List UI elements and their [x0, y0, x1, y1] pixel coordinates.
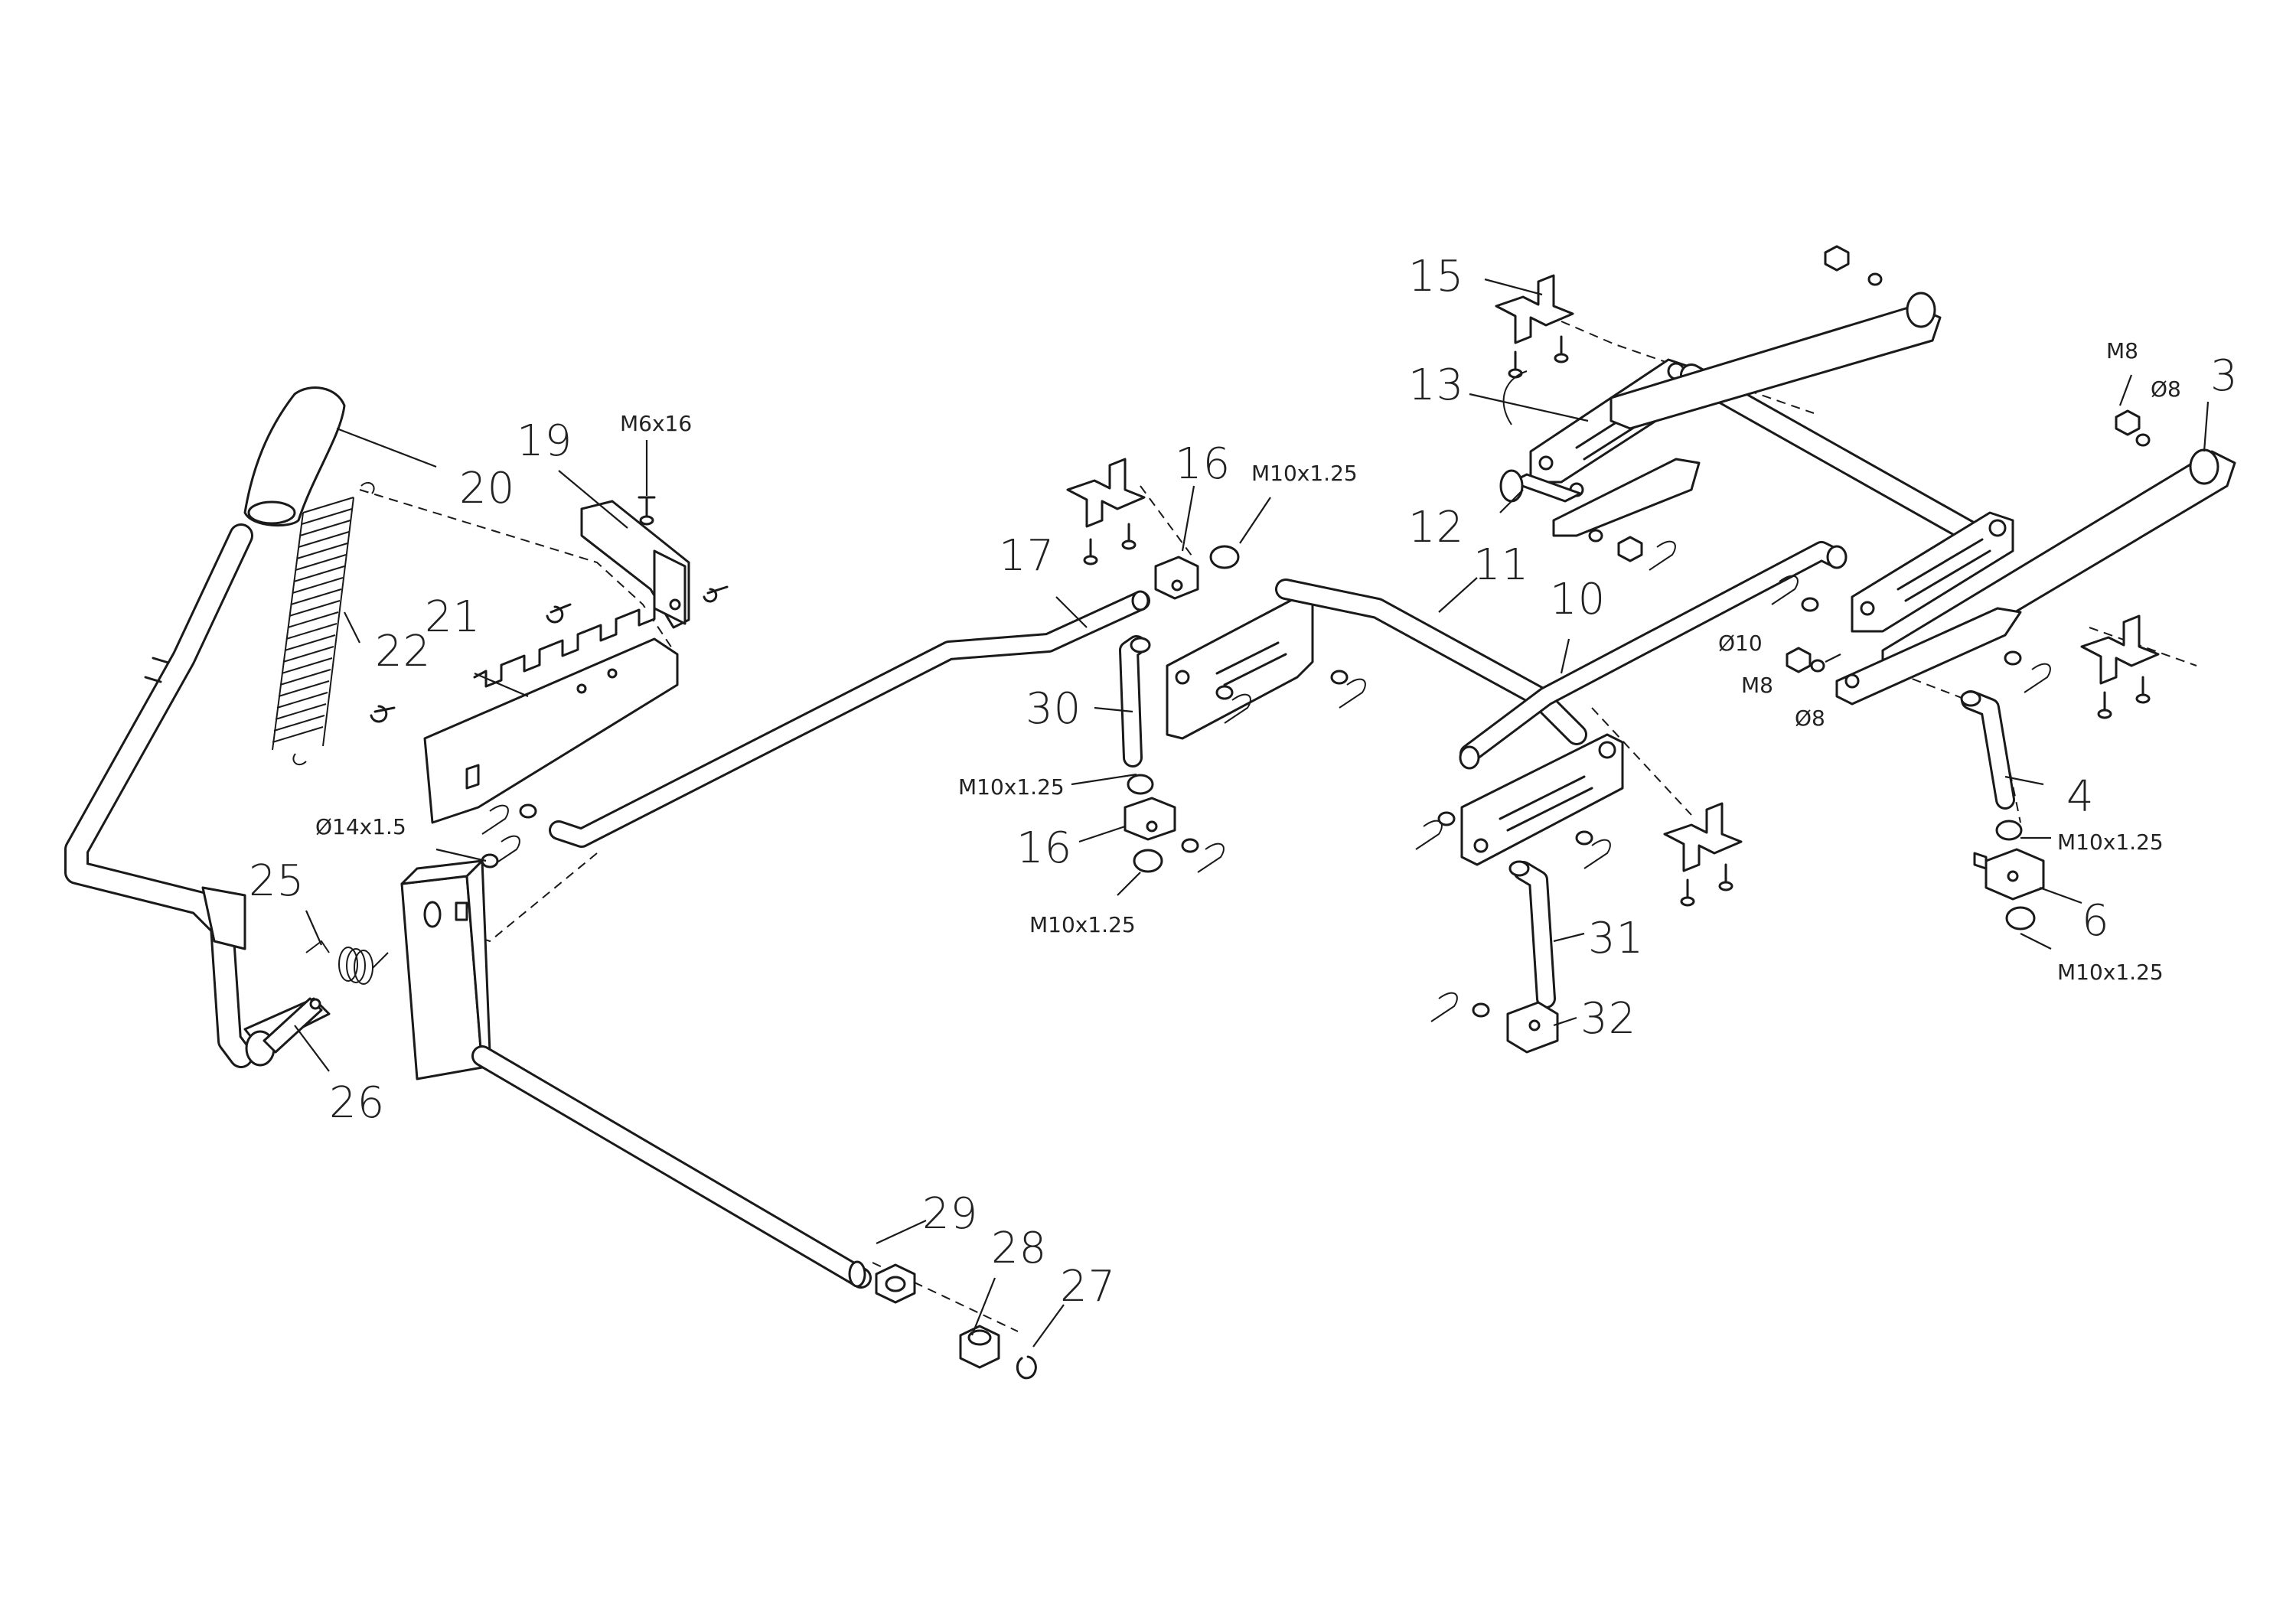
clips-and-washers-right: [1771, 575, 1825, 673]
rod-4: [1960, 690, 2023, 841]
lift-lever-assembly: [64, 386, 346, 1068]
mount-bracket-right: [2080, 614, 2160, 719]
label-part-26: 26: [329, 1078, 385, 1128]
label-part-28: 28: [991, 1224, 1047, 1273]
label-part-10: 10: [1550, 575, 1606, 624]
label-part-31: 31: [1588, 914, 1644, 963]
label-part-12: 12: [1408, 503, 1464, 552]
label-part-3: 3: [2210, 351, 2239, 401]
label-part-27: 27: [1060, 1262, 1116, 1312]
label-part-16-upper: 16: [1175, 439, 1231, 489]
swivel-block-16-upper: [1154, 545, 1240, 600]
cross-shaft-top: [1609, 292, 2001, 555]
label-part-16-lower: 16: [1016, 823, 1072, 873]
lift-arm-plate-center: [1415, 733, 1624, 869]
spec-m8-mid: M8: [1741, 673, 1773, 698]
label-part-30: 30: [1026, 684, 1081, 734]
hardware-spec-labels: M6x16 M10x1.25 M10x1.25 M10x1.25 M10x1.2…: [315, 338, 2181, 985]
pin-26: [263, 997, 323, 1054]
spring-25: [305, 940, 389, 985]
label-part-21: 21: [425, 592, 481, 642]
spec-d8-mid: Ø8: [1795, 706, 1825, 731]
spec-d10: Ø10: [1718, 631, 1763, 656]
nut-washer-clip-12: [1588, 529, 1676, 571]
nut-washer-top: [1824, 245, 1883, 286]
spec-m8-top: M8: [2106, 338, 2138, 363]
spec-d14: Ø14x1.5: [315, 814, 406, 839]
label-part-13: 13: [1408, 360, 1464, 410]
spec-m10-block16: M10x1.25: [1029, 912, 1136, 937]
label-part-22: 22: [375, 627, 431, 676]
leader-lines: [294, 278, 2210, 1348]
rod-31: [1508, 860, 1556, 1009]
nut-and-clip: [875, 1263, 1037, 1380]
block-6: [1973, 848, 2045, 930]
pivot-tube-and-axle: [400, 859, 872, 1289]
spec-m10-rod30: M10x1.25: [958, 774, 1065, 800]
spec-d8-top: Ø8: [2151, 376, 2181, 402]
label-part-11: 11: [1473, 540, 1529, 590]
swivel-block-16-lower: [1124, 774, 1225, 873]
r-clips-left: [481, 803, 537, 869]
mount-bracket-15: [1495, 274, 1574, 379]
label-part-32: 32: [1580, 994, 1636, 1044]
spec-m10-top: M10x1.25: [1251, 461, 1358, 486]
spring-22: [272, 481, 375, 766]
spec-m10-rod4: M10x1.25: [2057, 829, 2164, 855]
mount-bracket-lower: [1663, 802, 1743, 907]
label-part-17: 17: [999, 531, 1055, 581]
rod-30: [1119, 635, 1151, 768]
mount-bracket-center: [1066, 458, 1146, 565]
quadrant-plate-21: [370, 602, 679, 824]
spec-m10-block6: M10x1.25: [2057, 960, 2164, 985]
label-part-20: 20: [459, 464, 515, 513]
lift-shaft-11: [1275, 541, 1848, 770]
label-part-6: 6: [2082, 896, 2110, 946]
bracket-19: [580, 496, 729, 629]
lift-arm-plate-right: [1835, 511, 2051, 706]
part-number-labels: 3 4 6 10 11 12 13 15 16 16 17 19 20 21 2…: [249, 252, 2239, 1312]
label-part-4: 4: [2066, 772, 2095, 822]
rod-17: [549, 590, 1150, 848]
spec-m6x16: M6x16: [620, 411, 692, 436]
assembly-guide-lines: [359, 321, 2197, 1332]
label-part-29: 29: [922, 1189, 978, 1239]
label-part-15: 15: [1408, 252, 1464, 301]
label-part-19: 19: [517, 416, 572, 466]
block-32: [1430, 992, 1559, 1054]
label-part-25: 25: [249, 856, 305, 906]
